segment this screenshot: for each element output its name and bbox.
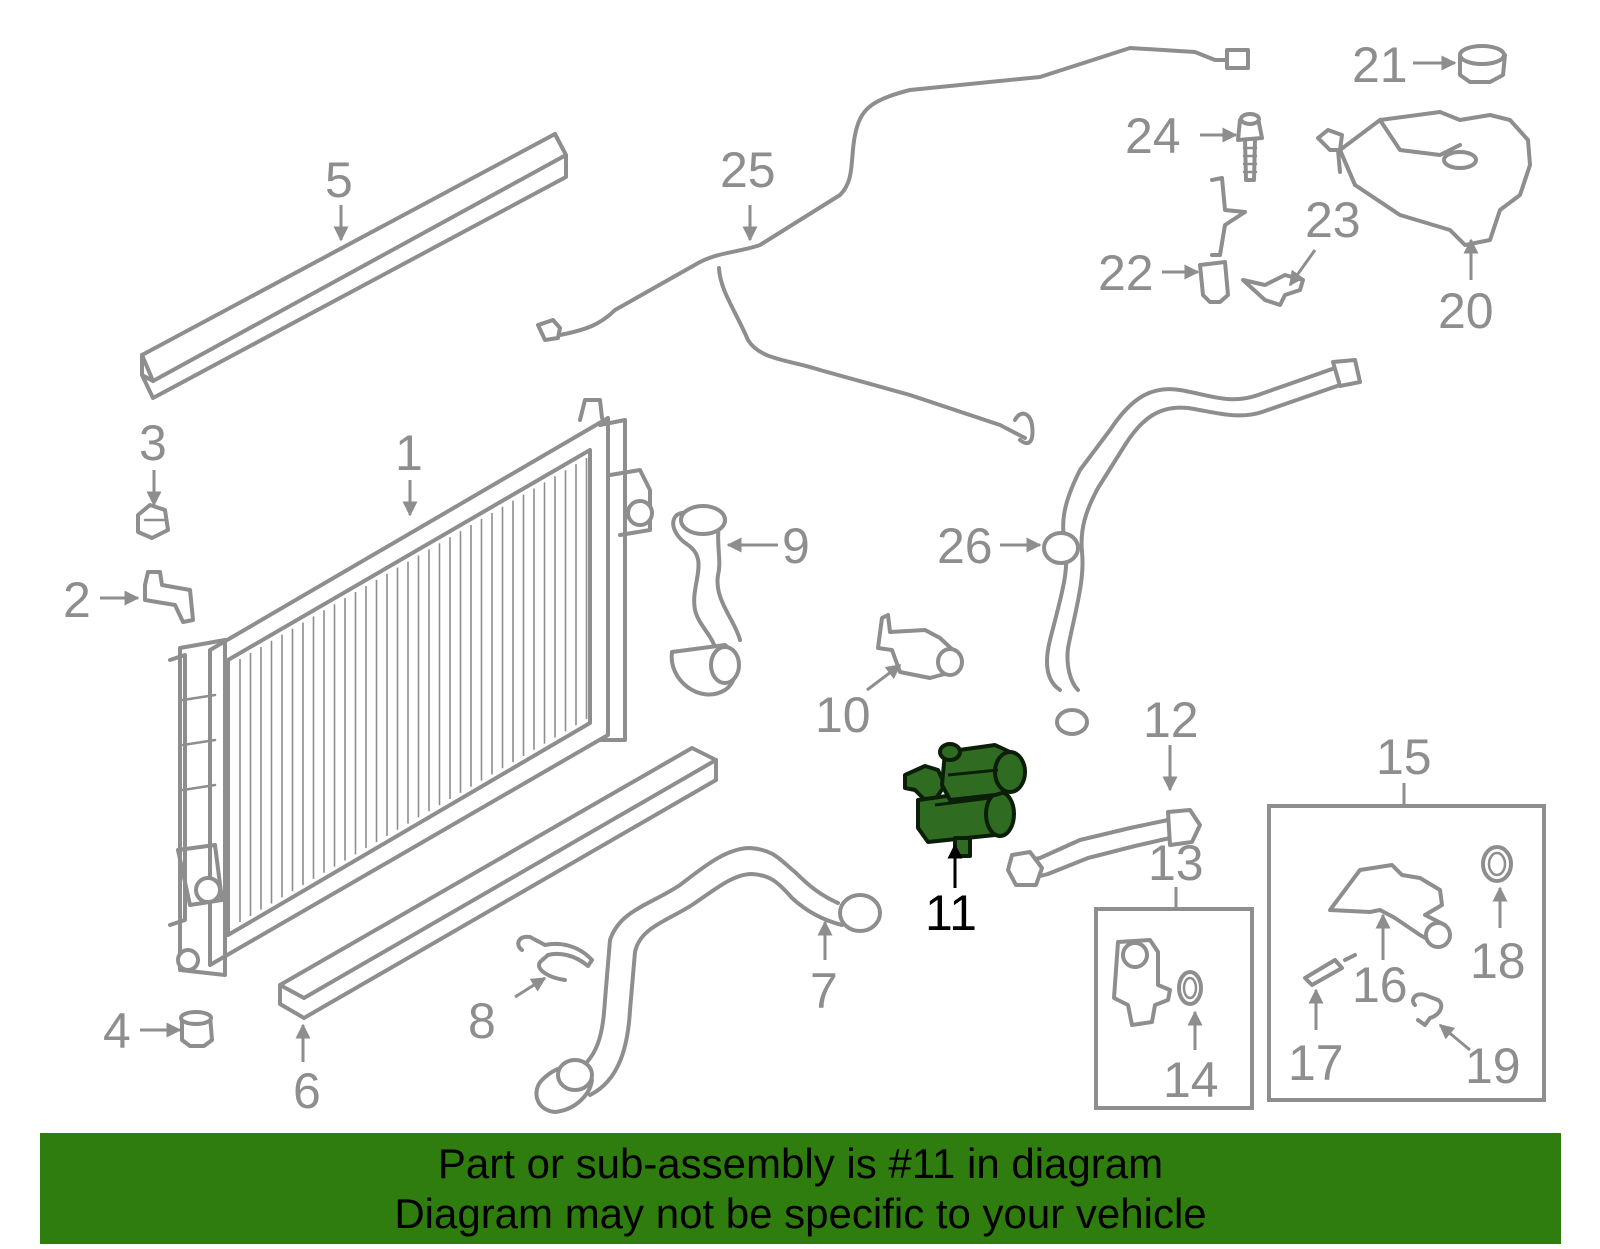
callout-6: 6 [293, 1063, 321, 1119]
callout-4: 4 [103, 1003, 131, 1059]
part-25-harness [536, 46, 1250, 446]
callout-14: 14 [1163, 1052, 1219, 1108]
callout-10: 10 [815, 687, 871, 743]
part-23-clip [1241, 273, 1305, 307]
callout-2: 2 [63, 572, 91, 628]
part-20-reservoir [1316, 110, 1532, 247]
part-26-hose [1042, 358, 1362, 736]
banner-line-2: Diagram may not be specific to your vehi… [394, 1189, 1207, 1237]
part-5-upper-deflector [140, 132, 568, 400]
callout-16: 16 [1352, 957, 1408, 1013]
callout-15: 15 [1376, 729, 1432, 785]
callout-22: 22 [1098, 245, 1154, 301]
part-22-bracket [1198, 176, 1247, 304]
part-9-upper-hose [669, 504, 742, 697]
callout-11: 11 [925, 885, 977, 941]
callout-13: 13 [1148, 835, 1204, 891]
part-24-bolt [1236, 112, 1264, 182]
box-13 [1094, 907, 1254, 1110]
callout-21: 21 [1352, 37, 1408, 93]
callout-17: 17 [1288, 1035, 1344, 1091]
part-10-connector [876, 613, 964, 680]
callout-5: 5 [325, 152, 353, 208]
part-11-highlighted-assembly [903, 742, 1027, 858]
callout-7: 7 [810, 963, 838, 1019]
callout-1: 1 [395, 425, 423, 481]
part-6-lower-deflector [278, 746, 718, 1020]
part-4-insulator [179, 1010, 214, 1048]
part-12-hose [1006, 808, 1202, 887]
callout-8: 8 [468, 993, 496, 1049]
part-21-cap [1458, 44, 1507, 84]
part-7-lower-hose [534, 846, 882, 1114]
leader-lines [100, 55, 1508, 1062]
callout-24: 24 [1125, 108, 1181, 164]
callout-12: 12 [1143, 692, 1199, 748]
callout-3: 3 [139, 415, 167, 471]
part-3-nut [136, 503, 170, 540]
callout-26: 26 [937, 518, 993, 574]
callout-18: 18 [1470, 933, 1526, 989]
notice-banner: Part or sub-assembly is #11 in diagram D… [40, 1133, 1561, 1244]
callout-20: 20 [1438, 283, 1494, 339]
part-8-clamp [516, 934, 594, 982]
banner-line-1: Part or sub-assembly is #11 in diagram [437, 1139, 1164, 1187]
callout-9: 9 [782, 518, 810, 574]
callout-25: 25 [720, 142, 776, 198]
part-1-radiator [168, 398, 654, 977]
part-2-bracket [143, 570, 195, 624]
callout-19: 19 [1465, 1038, 1521, 1094]
callout-23: 23 [1305, 192, 1361, 248]
callout-numbers: 1 2 3 4 5 6 7 8 9 10 11 12 13 14 15 16 1… [63, 37, 1526, 1119]
